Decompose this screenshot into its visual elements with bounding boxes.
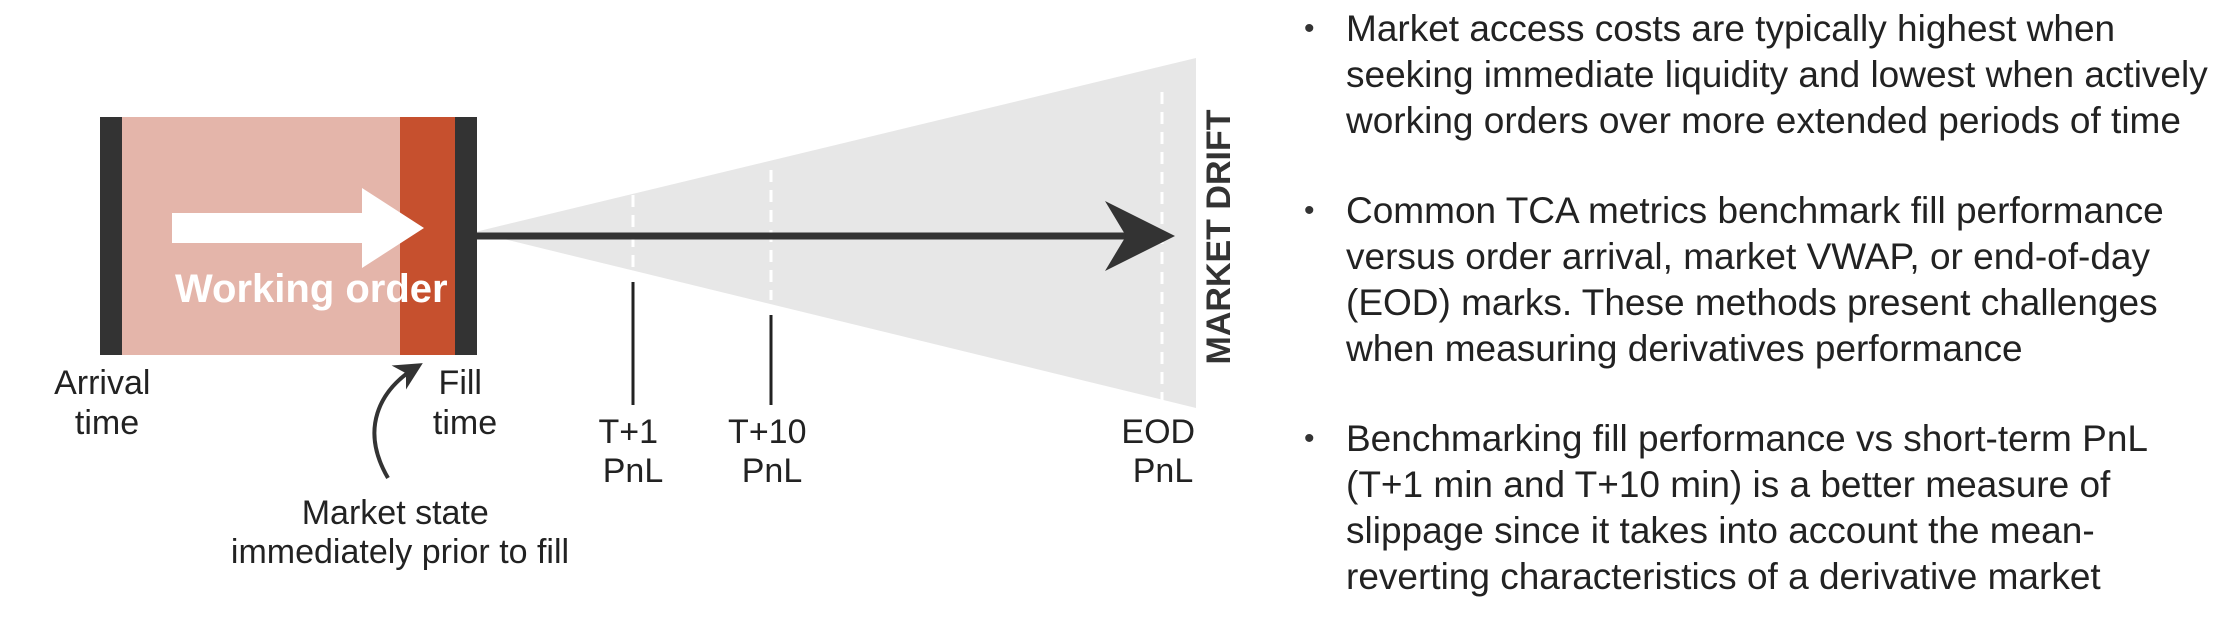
t1-pnl-label: T+1 PnL xyxy=(599,413,668,490)
fill-bar xyxy=(455,117,477,355)
market-state-label: Market state immediately prior to fill xyxy=(231,494,569,571)
bullet-line: reverting characteristics of a derivativ… xyxy=(1346,556,2101,597)
bullet-line: Market access costs are typically highes… xyxy=(1346,8,2116,49)
bullet-line: (T+1 min and T+10 min) is a better measu… xyxy=(1346,464,2111,505)
bullet-line: seeking immediate liquidity and lowest w… xyxy=(1346,54,2208,95)
market-drift-label: MARKET DRIFT xyxy=(1200,109,1238,364)
bullet-line: (EOD) marks. These methods present chall… xyxy=(1346,282,2158,323)
bullet-line: Benchmarking fill performance vs short-t… xyxy=(1346,418,2148,459)
bullet-list: • Market access costs are typically high… xyxy=(1300,6,2210,644)
arrival-time-label: Arrival time xyxy=(54,364,160,442)
eod-pnl-label: EOD PnL xyxy=(1121,413,1204,490)
bullet-item: • Benchmarking fill performance vs short… xyxy=(1300,416,2210,600)
working-order-arrow xyxy=(172,188,424,268)
bullet-dot-icon: • xyxy=(1304,12,1315,45)
t10-pnl-label: T+10 PnL xyxy=(728,413,816,490)
bullet-dot-icon: • xyxy=(1304,194,1315,227)
market-state-pointer xyxy=(372,363,423,480)
working-order-label: Working order xyxy=(175,267,448,311)
bullet-item: • Common TCA metrics benchmark fill perf… xyxy=(1300,188,2210,372)
bullet-line: when measuring derivatives performance xyxy=(1346,328,2023,369)
bullet-item: • Market access costs are typically high… xyxy=(1300,6,2210,144)
bullet-line: working orders over more extended period… xyxy=(1346,100,2181,141)
bullet-line: Common TCA metrics benchmark fill perfor… xyxy=(1346,190,2164,231)
bullet-dot-icon: • xyxy=(1304,422,1315,455)
bullet-line: versus order arrival, market VWAP, or en… xyxy=(1346,236,2151,277)
fill-time-label: Fill time xyxy=(433,364,497,442)
tca-timeline-diagram: Working order Arrival time Fill time T+1… xyxy=(54,58,1238,571)
arrival-bar xyxy=(100,117,122,355)
bullet-line: slippage since it takes into account the… xyxy=(1346,510,2095,551)
